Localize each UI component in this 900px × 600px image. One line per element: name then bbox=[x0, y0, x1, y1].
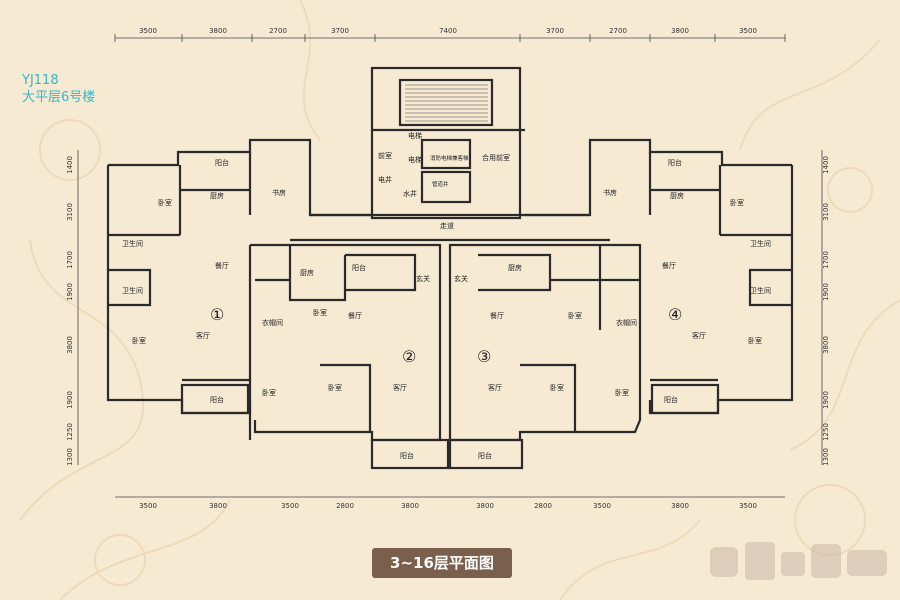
dim-right-5: 1900 bbox=[822, 391, 830, 409]
room-elevator-1: 电梯 bbox=[408, 131, 422, 140]
dim-top-2: 2700 bbox=[269, 27, 287, 35]
dim-right-6: 1250 bbox=[822, 423, 830, 441]
dim-right-3: 1900 bbox=[822, 283, 830, 301]
room-bedroom-4a: 卧室 bbox=[730, 198, 744, 207]
room-balcony-1b: 阳台 bbox=[210, 395, 224, 404]
dim-left-1: 3100 bbox=[66, 203, 74, 221]
dim-top-5: 3700 bbox=[546, 27, 564, 35]
room-bedroom-2c: 卧室 bbox=[328, 383, 342, 392]
dim-left-7: 1300 bbox=[66, 448, 74, 466]
room-bedroom-3b: 卧室 bbox=[550, 383, 564, 392]
room-water: 水井 bbox=[403, 189, 417, 198]
room-stair: 前室 bbox=[378, 151, 392, 160]
room-bedroom-1a: 卧室 bbox=[158, 198, 172, 207]
dim-bottom-3: 2800 bbox=[336, 502, 354, 510]
room-pipe: 管道井 bbox=[432, 180, 449, 188]
room-kitchen-3: 厨房 bbox=[508, 263, 522, 272]
unit-number-3: ③ bbox=[477, 347, 491, 366]
room-bedroom-2b: 卧室 bbox=[262, 388, 276, 397]
dim-top-1: 3800 bbox=[209, 27, 227, 35]
dim-right-7: 1300 bbox=[822, 448, 830, 466]
dim-left-6: 1250 bbox=[66, 423, 74, 441]
dim-right-4: 3800 bbox=[822, 336, 830, 354]
dim-bottom-4: 3800 bbox=[401, 502, 419, 510]
dim-bottom-1: 3800 bbox=[209, 502, 227, 510]
room-foyer-3: 玄关 bbox=[454, 274, 468, 283]
plan-caption: 3~16层平面图 bbox=[372, 548, 512, 578]
room-study-4: 书房 bbox=[603, 188, 617, 197]
room-living-4: 客厅 bbox=[692, 331, 706, 340]
room-dining-3: 餐厅 bbox=[490, 311, 504, 320]
room-living-3: 客厅 bbox=[488, 383, 502, 392]
building-label: 大平层6号楼 bbox=[22, 90, 96, 105]
dim-bottom-5: 3800 bbox=[476, 502, 494, 510]
dim-top-0: 3500 bbox=[139, 27, 157, 35]
room-dining-4: 餐厅 bbox=[662, 261, 676, 270]
room-kitchen-2: 厨房 bbox=[300, 268, 314, 277]
room-balcony-4: 阳台 bbox=[668, 158, 682, 167]
dim-bottom-2: 3500 bbox=[281, 502, 299, 510]
room-bedroom-3c: 卧室 bbox=[615, 388, 629, 397]
room-kitchen-4: 厨房 bbox=[670, 191, 684, 200]
dim-left-2: 1700 bbox=[66, 251, 74, 269]
room-cloak-2: 衣帽间 bbox=[262, 318, 283, 327]
room-dining-2: 餐厅 bbox=[348, 311, 362, 320]
dim-bottom-9: 3500 bbox=[739, 502, 757, 510]
dim-top-3: 3700 bbox=[331, 27, 349, 35]
dim-left-0: 1400 bbox=[66, 156, 74, 174]
unit-number-4: ④ bbox=[668, 305, 682, 324]
room-living-2: 客厅 bbox=[393, 383, 407, 392]
room-labels: 阳台 卧室 厨房 书房 餐厅 卫生间 卫生间 卧室 客厅 阳台 厨房 阳台 卧室… bbox=[122, 131, 771, 460]
room-bedroom-1b: 卧室 bbox=[132, 336, 146, 345]
room-kitchen-1: 厨房 bbox=[210, 191, 224, 200]
room-bedroom-3a: 卧室 bbox=[568, 311, 582, 320]
dim-right-1: 3100 bbox=[822, 203, 830, 221]
room-bedroom-2a: 卧室 bbox=[313, 308, 327, 317]
room-bedroom-4b: 卧室 bbox=[748, 336, 762, 345]
unit-number-1: ① bbox=[210, 305, 224, 324]
unit-number-2: ② bbox=[402, 347, 416, 366]
room-elevator-2: 电梯 bbox=[408, 155, 422, 164]
room-balcony-3b: 阳台 bbox=[478, 451, 492, 460]
dim-top-4: 7400 bbox=[439, 27, 457, 35]
room-foyer-2: 玄关 bbox=[416, 274, 430, 283]
room-balcony-2: 阳台 bbox=[352, 263, 366, 272]
room-balcony-4b: 阳台 bbox=[664, 395, 678, 404]
room-balcony-2b: 阳台 bbox=[400, 451, 414, 460]
room-electric: 电井 bbox=[378, 175, 392, 184]
dim-right-0: 1400 bbox=[822, 156, 830, 174]
dim-bottom-8: 3800 bbox=[671, 502, 689, 510]
room-dining-1: 餐厅 bbox=[215, 261, 229, 270]
room-living-1: 客厅 bbox=[196, 331, 210, 340]
dim-left-4: 3800 bbox=[66, 336, 74, 354]
dim-top-6: 2700 bbox=[609, 27, 627, 35]
dim-bottom-6: 2800 bbox=[534, 502, 552, 510]
dim-top-8: 3500 bbox=[739, 27, 757, 35]
dim-bottom-0: 3500 bbox=[139, 502, 157, 510]
room-bath-4a: 卫生间 bbox=[750, 239, 771, 248]
room-balcony-1: 阳台 bbox=[215, 158, 229, 167]
room-firelift: 消防电梯兼客梯 bbox=[430, 154, 469, 162]
room-cloak-3: 衣帽间 bbox=[616, 318, 637, 327]
watermark bbox=[710, 542, 887, 580]
dim-bottom-7: 3500 bbox=[593, 502, 611, 510]
dim-right-2: 1700 bbox=[822, 251, 830, 269]
room-shared: 合用前室 bbox=[482, 153, 510, 162]
dim-left-5: 1900 bbox=[66, 391, 74, 409]
project-label: YJ118 大平层6号楼 bbox=[22, 72, 95, 106]
project-code: YJ118 bbox=[22, 73, 59, 88]
unit-numbers: ① ② ③ ④ bbox=[210, 305, 682, 366]
room-study-1: 书房 bbox=[272, 188, 286, 197]
room-corridor: 走道 bbox=[440, 221, 454, 230]
dim-left-3: 1900 bbox=[66, 283, 74, 301]
room-bath-1b: 卫生间 bbox=[122, 286, 143, 295]
walls bbox=[106, 66, 794, 470]
room-bath-4b: 卫生间 bbox=[750, 286, 771, 295]
room-bath-1a: 卫生间 bbox=[122, 239, 143, 248]
dim-top-7: 3800 bbox=[671, 27, 689, 35]
